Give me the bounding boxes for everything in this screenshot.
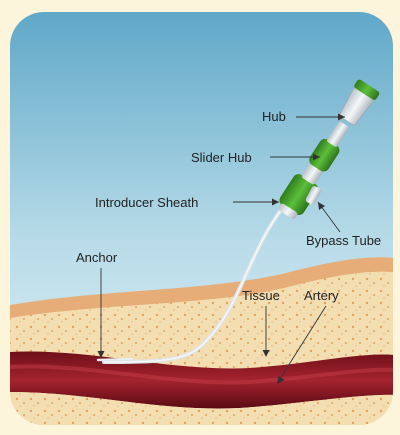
anchor-wire	[98, 359, 132, 360]
label-artery: Artery	[304, 288, 339, 303]
label-introducer-sheath: Introducer Sheath	[95, 195, 198, 210]
label-tissue: Tissue	[242, 288, 280, 303]
label-slider-hub: Slider Hub	[191, 150, 252, 165]
label-hub: Hub	[262, 109, 286, 124]
label-bypass-tube: Bypass Tube	[306, 233, 381, 248]
label-anchor: Anchor	[76, 250, 118, 265]
